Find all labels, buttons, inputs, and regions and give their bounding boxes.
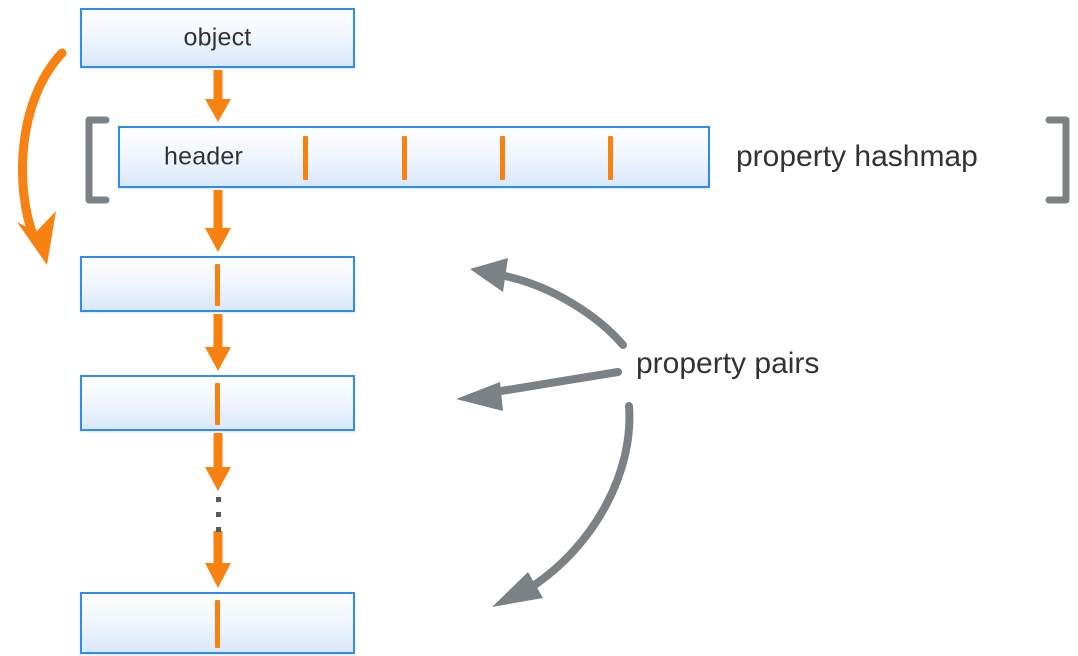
hashmap-slot-divider-2 — [402, 136, 407, 180]
pair-divider-2 — [215, 383, 220, 425]
left-bracket — [85, 116, 110, 204]
ellipsis-dot-1 — [216, 497, 221, 502]
property-pair-box-1[interactable] — [80, 256, 355, 312]
pairs-to-pair-1-arrow-icon — [470, 258, 627, 349]
header-box[interactable]: header — [118, 126, 710, 188]
header-box-label: header — [164, 142, 244, 171]
hashmap-slot-divider-4 — [608, 136, 613, 180]
property-pair-box-last[interactable] — [80, 592, 355, 654]
header-to-pair-1-arrow-icon — [205, 190, 231, 252]
ellipsis-dot-3 — [216, 527, 221, 532]
property-pair-box-2[interactable] — [80, 375, 355, 431]
pair-divider-1 — [215, 264, 220, 306]
object-box-label: object — [183, 23, 252, 52]
pairs-to-pair-2-arrow-icon — [456, 368, 622, 411]
right-bracket — [1045, 116, 1070, 204]
property-hashmap-label: property hashmap — [736, 140, 978, 173]
pair-2-to-ellipsis-arrow-icon — [205, 433, 231, 491]
pairs-to-pair-n-arrow-icon — [492, 402, 634, 607]
ellipsis-dot-2 — [216, 512, 221, 517]
hashmap-slot-divider-1 — [303, 136, 308, 180]
property-pairs-label: property pairs — [636, 347, 820, 380]
ellipsis-to-pair-n-arrow-icon — [205, 531, 231, 588]
hashmap-slot-divider-3 — [500, 136, 505, 180]
pair-divider-last — [215, 600, 220, 648]
object-to-header-arrow-icon — [205, 70, 231, 122]
object-backref-arrow-icon — [17, 48, 67, 265]
pair-1-to-pair-2-arrow-icon — [205, 314, 231, 371]
object-box[interactable]: object — [80, 8, 355, 68]
